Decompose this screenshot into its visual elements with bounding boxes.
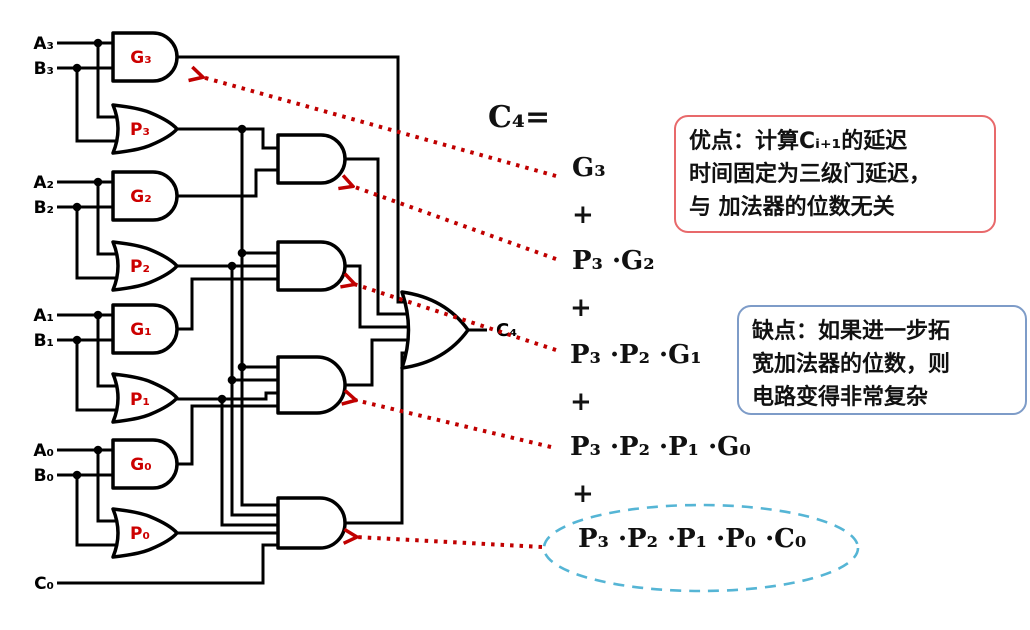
carry-and-gate-3 (276, 355, 347, 415)
annotation-arrows (202, 77, 557, 549)
gate-label-g2: G₂ (130, 187, 151, 207)
wire-b1-p1 (75, 340, 122, 412)
gate-label-p3: P₃ (130, 120, 150, 140)
wire-b2-p2 (75, 207, 122, 280)
junction-dot (72, 202, 82, 212)
note-advantage-line1: 优点：计算Cᵢ₊₁的延迟 (689, 129, 908, 154)
formula-term-p3p2p1g0: P₃ ·P₂ ·P₁ ·G₀ (570, 432, 751, 462)
output-label-c4: C₄ (496, 320, 517, 341)
note-disadvantage-line3: 电路变得非常复杂 (752, 385, 929, 410)
gate-label-g0: G₀ (130, 455, 151, 475)
annotation-arrow-term3 (354, 284, 557, 352)
or-gate-p1 (111, 372, 179, 424)
wire-p1-and3 (177, 391, 278, 401)
wire-p3-and1 (177, 127, 278, 150)
and-gate-g3 (111, 31, 179, 83)
junction-dot (237, 248, 247, 258)
junction-dot (93, 177, 103, 187)
formula-plus: + (572, 200, 594, 230)
wire-p3-bus (240, 129, 278, 507)
junction-dot (237, 124, 247, 134)
and-gate-g1 (111, 303, 179, 355)
junction-dot (217, 394, 227, 404)
input-label-a2: A₂ (33, 173, 54, 193)
junction-dot (237, 362, 247, 372)
input-label-a1: A₁ (33, 306, 54, 326)
formula-term-p3g2: P₃ ·G₂ (572, 246, 655, 276)
junction-dot (93, 310, 103, 320)
formula-term-p3p2p1p0c0: P₃ ·P₂ ·P₁ ·P₀ ·C₀ (578, 524, 807, 554)
wire-and2-or (345, 264, 412, 329)
or-gate-p0 (111, 507, 179, 559)
gate-label-p1: P₁ (130, 390, 150, 410)
annotation-arrow-term2 (352, 186, 557, 261)
formula-plus: + (570, 293, 592, 323)
carry-and-gate-2 (276, 240, 347, 292)
note-disadvantage-line2: 宽加法器的位数，则 (752, 352, 951, 377)
note-advantage: 优点：计算Cᵢ₊₁的延迟 时间固定为三级门延迟， 与 加法器的位数无关 (674, 115, 996, 233)
junction-dot (227, 261, 237, 271)
annotation-arrow-term5 (356, 537, 543, 549)
input-label-c0: C₀ (34, 574, 54, 594)
note-advantage-line3: 与 加法器的位数无关 (689, 195, 895, 220)
wires (57, 41, 487, 585)
annotation-arrow-term4 (355, 400, 552, 449)
carry-and-gate-4 (276, 496, 347, 550)
wire-b0-p0 (75, 475, 122, 547)
and-gate-g2 (111, 170, 179, 222)
and-gate-g0 (111, 438, 179, 490)
wire-g2-and1 (177, 168, 278, 198)
gate-label-p2: P₂ (130, 257, 150, 277)
wire-b3-p3 (75, 68, 122, 143)
junction-dots (72, 38, 247, 480)
input-labels: A₃ B₃ A₂ B₂ A₁ B₁ A₀ B₀ C₀ (33, 34, 54, 594)
junction-dot (93, 445, 103, 455)
or-gate-p3 (111, 103, 179, 155)
wire-c0-and4 (57, 543, 278, 585)
formula-term-p3p2g1: P₃ ·P₂ ·G₁ (570, 340, 702, 370)
junction-dot (72, 470, 82, 480)
formula-heading: C₄= (488, 100, 551, 135)
input-label-a3: A₃ (33, 34, 54, 54)
wire-p1-bus (220, 399, 278, 527)
wire-p2-bus (230, 266, 278, 517)
junction-dot (72, 63, 82, 73)
annotation-arrow-g3 (202, 77, 557, 178)
or-gate-p2 (111, 240, 179, 292)
gate-labels: G₃ P₃ G₂ P₂ G₁ P₁ G₀ P₀ (130, 48, 152, 544)
output-or-gate (400, 290, 470, 370)
note-disadvantage: 缺点：如果进一步拓 宽加法器的位数，则 电路变得非常复杂 (737, 305, 1027, 415)
junction-dot (227, 375, 237, 385)
junction-dot (93, 38, 103, 48)
input-label-b3: B₃ (34, 59, 54, 79)
carry-and-gate-1 (276, 133, 347, 185)
junction-dot (72, 335, 82, 345)
formula-plus: + (572, 479, 594, 509)
gate-label-g1: G₁ (130, 320, 151, 340)
note-disadvantage-line1: 缺点：如果进一步拓 (752, 319, 951, 344)
wire-and4-or (345, 351, 412, 525)
note-advantage-line2: 时间固定为三级门延迟， (689, 162, 932, 187)
formula-term-g3: G₃ (572, 153, 606, 183)
input-label-b0: B₀ (34, 466, 54, 486)
input-label-b2: B₂ (34, 198, 54, 218)
gates (111, 31, 470, 559)
gate-label-g3: G₃ (130, 48, 151, 68)
formula-plus: + (570, 387, 592, 417)
input-label-a0: A₀ (33, 441, 54, 461)
highlight-ellipse (542, 503, 860, 593)
input-label-b1: B₁ (34, 331, 54, 351)
gate-label-p0: P₀ (130, 524, 150, 544)
wire-and1-or (345, 157, 412, 316)
wire-and3-or (345, 338, 412, 387)
wire-g0-and3 (177, 404, 278, 466)
wire-g1-and2 (177, 277, 278, 331)
